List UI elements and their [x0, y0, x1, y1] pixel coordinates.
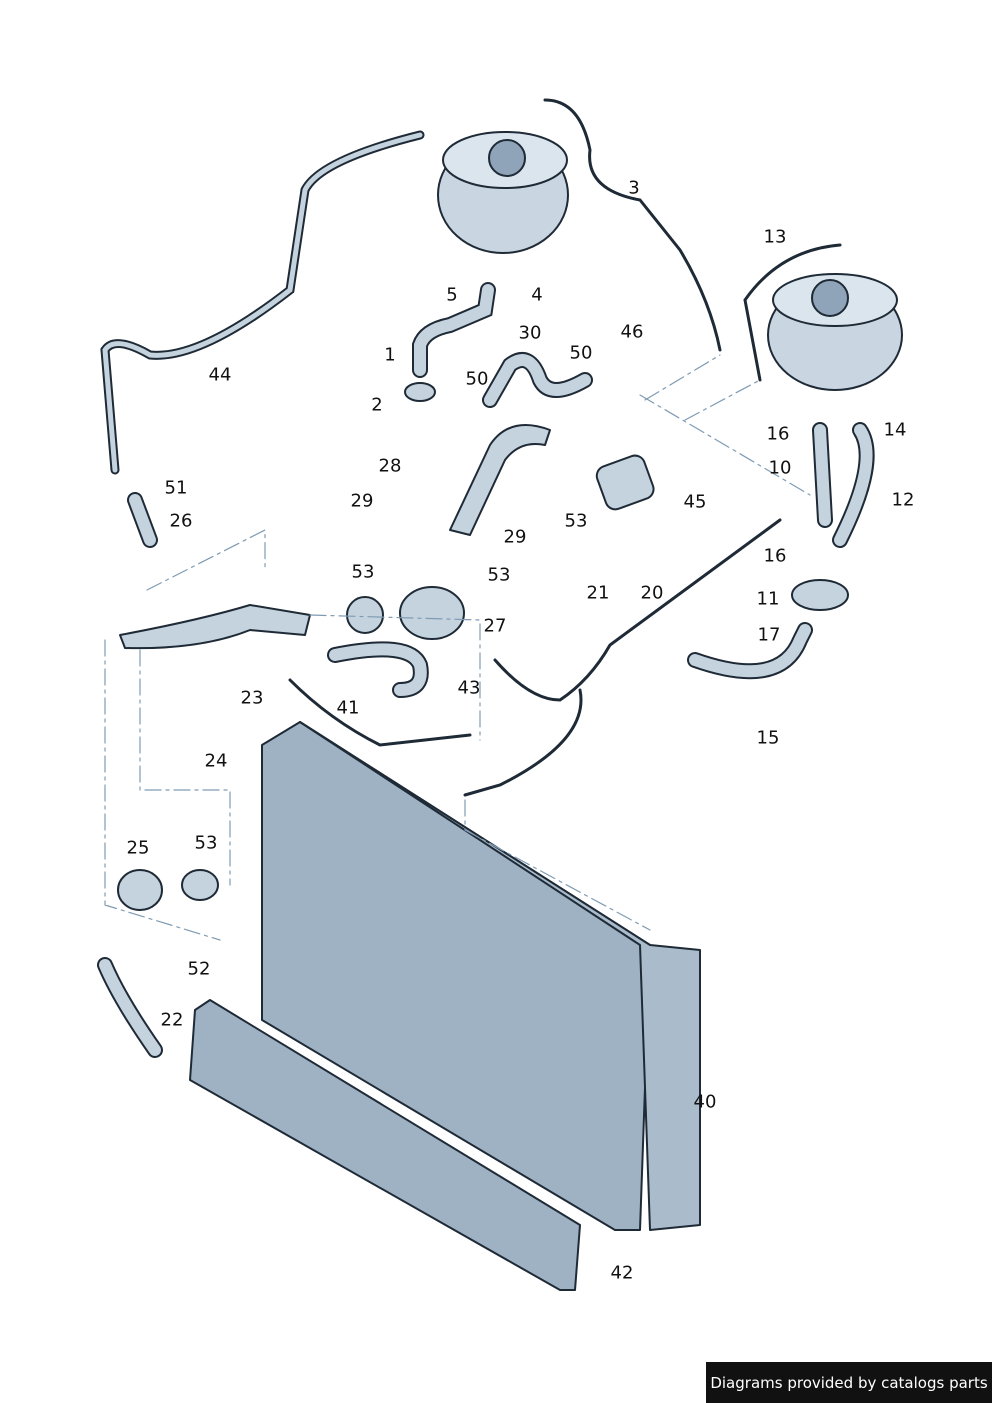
- callout-label[interactable]: 53: [194, 832, 218, 854]
- callout-label[interactable]: 11: [756, 588, 780, 610]
- hose-25: [117, 869, 163, 911]
- callout-label[interactable]: 53: [487, 564, 511, 586]
- callout-label[interactable]: 13: [763, 226, 787, 248]
- callout-label[interactable]: 25: [126, 837, 150, 859]
- callout-label[interactable]: 22: [160, 1009, 184, 1031]
- callout-label[interactable]: 46: [620, 321, 644, 343]
- callout-label[interactable]: 27: [483, 615, 507, 637]
- filter-45: [595, 454, 655, 511]
- callout-label[interactable]: 29: [350, 490, 374, 512]
- hose-27: [399, 586, 465, 640]
- callout-label[interactable]: 16: [766, 423, 790, 445]
- callout-label[interactable]: 45: [683, 491, 707, 513]
- callout-label[interactable]: 50: [465, 368, 489, 390]
- callout-label[interactable]: 51: [164, 477, 188, 499]
- callout-label[interactable]: 15: [756, 727, 780, 749]
- callout-label[interactable]: 21: [586, 582, 610, 604]
- callout-label[interactable]: 10: [768, 457, 792, 479]
- clamp-53: [346, 596, 384, 634]
- condenser: [189, 999, 581, 1291]
- callout-label[interactable]: 3: [628, 177, 640, 199]
- callout-label[interactable]: 30: [518, 322, 542, 344]
- callout-label[interactable]: 43: [457, 677, 481, 699]
- coolant-pipe-28: [449, 424, 551, 536]
- callout-label[interactable]: 24: [204, 750, 228, 772]
- callout-label[interactable]: 1: [384, 344, 396, 366]
- callout-label[interactable]: 26: [169, 510, 193, 532]
- grommet-2: [404, 382, 436, 402]
- callout-label[interactable]: 5: [446, 284, 458, 306]
- clamp-53: [181, 869, 219, 901]
- callout-label[interactable]: 53: [564, 510, 588, 532]
- callout-label[interactable]: 20: [640, 582, 664, 604]
- callout-label[interactable]: 12: [891, 489, 915, 511]
- callout-label[interactable]: 53: [351, 561, 375, 583]
- callout-label[interactable]: 29: [503, 526, 527, 548]
- callout-label[interactable]: 50: [569, 342, 593, 364]
- callout-label[interactable]: 42: [610, 1262, 634, 1284]
- callout-label[interactable]: 4: [531, 284, 543, 306]
- callout-label[interactable]: 52: [187, 958, 211, 980]
- flange-11: [791, 579, 849, 611]
- footer-credit: Diagrams provided by catalogs parts: [706, 1362, 992, 1403]
- callout-label[interactable]: 23: [240, 687, 264, 709]
- callout-label[interactable]: 17: [757, 624, 781, 646]
- callout-label[interactable]: 44: [208, 364, 232, 386]
- callout-label[interactable]: 28: [378, 455, 402, 477]
- coolant-pipe-23: [119, 604, 311, 650]
- callout-label[interactable]: 40: [693, 1091, 717, 1113]
- callout-label[interactable]: 16: [763, 545, 787, 567]
- callout-label[interactable]: 2: [371, 394, 383, 416]
- callout-label[interactable]: 14: [883, 419, 907, 441]
- callout-label[interactable]: 41: [336, 697, 360, 719]
